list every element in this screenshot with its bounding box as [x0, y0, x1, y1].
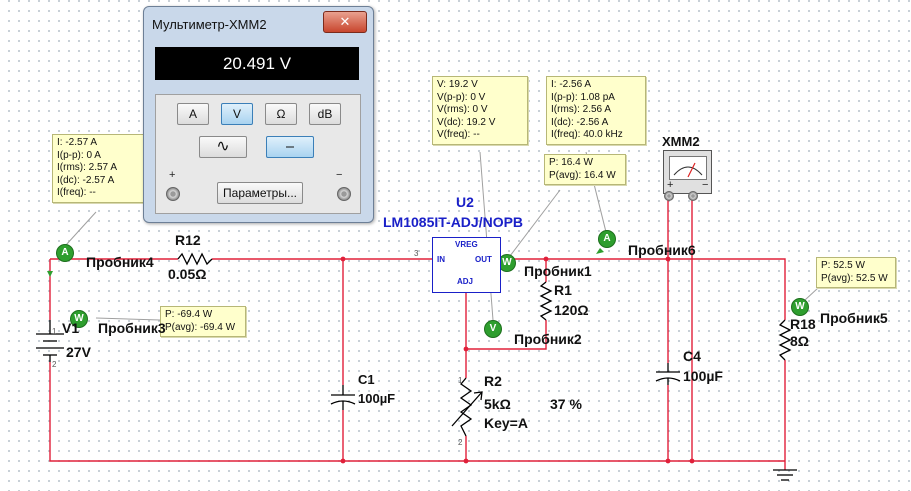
probe5-label: Пробник5 [820, 310, 888, 326]
r1-ref: R1 [554, 282, 572, 298]
r12-ref: R12 [175, 232, 201, 248]
wattmeter-probe-icon[interactable]: W [791, 298, 809, 316]
c4-ref: C4 [683, 348, 701, 364]
settings-button[interactable]: Параметры... [217, 182, 303, 204]
probe2-readout: V: 19.2 V V(p-p): 0 V V(rms): 0 V V(dc):… [432, 76, 528, 145]
wattmeter-probe-icon[interactable]: W [70, 310, 88, 328]
c1-value: 100µF [358, 391, 396, 406]
u2-out-pin: OUT [475, 255, 492, 264]
r2-percent: 37 % [550, 396, 582, 412]
probe2-line: V(p-p): 0 V [437, 91, 486, 103]
probe4-label: Пробник4 [86, 254, 154, 270]
u2-box-title: VREG [455, 240, 478, 249]
probe3-label: Пробник3 [98, 320, 166, 336]
r2-pin1: 1 [458, 376, 463, 385]
probe4-line: I: -2.57 A [57, 137, 98, 148]
voltmeter-mode-button[interactable]: V [221, 103, 253, 125]
multimeter-control-panel: A V Ω dB ∿ ⎯ + − Параметры... [155, 94, 361, 214]
probe6-line: I(freq): 40.0 kHz [551, 129, 623, 140]
v1-pin2: 2 [52, 360, 57, 369]
plus-terminal-jack[interactable] [166, 187, 180, 201]
u2-in-pin: IN [437, 255, 445, 264]
plus-terminal-label: + [169, 169, 176, 181]
u2-pin-number: 3 [414, 249, 419, 258]
ohmmeter-mode-button[interactable]: Ω [265, 103, 297, 125]
probe4-line: I(p-p): 0 A [57, 149, 101, 161]
probe6-line: I(dc): -2.56 A [551, 116, 609, 128]
multimeter-xmm2-icon[interactable]: + − [663, 150, 712, 201]
probe1-line: P(avg): 16.4 W [549, 169, 616, 181]
ammeter-mode-button[interactable]: A [177, 103, 209, 125]
multimeter-title: Мультиметр-XMM2 [152, 17, 267, 32]
probe6-label: Пробник6 [628, 242, 696, 258]
probe5-line: P: 52.5 W [821, 260, 865, 271]
v1-value: 27V [66, 344, 91, 360]
probe5-readout: P: 52.5 W P(avg): 52.5 W [816, 257, 896, 288]
v1-ref: V1 [62, 320, 80, 336]
probe6-line: I(p-p): 1.08 pA [551, 91, 615, 103]
r1-value: 120Ω [554, 302, 589, 318]
minus-terminal-jack[interactable] [337, 187, 351, 201]
probe1-label: Пробник1 [524, 263, 592, 279]
probe3-line: P(avg): -69.4 W [165, 321, 236, 333]
r2-pin2: 2 [458, 438, 463, 447]
ammeter-probe-icon[interactable]: A [56, 244, 74, 262]
probe2-line: V(freq): -- [437, 129, 480, 140]
xmm2-label: XMM2 [662, 134, 700, 149]
voltmeter-probe-icon[interactable]: V [484, 320, 502, 338]
probe3-line: P: -69.4 W [165, 309, 213, 320]
r18-value: 8Ω [790, 333, 810, 349]
dc-mode-button[interactable]: ⎯ [266, 136, 314, 158]
probe4-line: I(dc): -2.57 A [57, 174, 115, 186]
probe6-line: I: -2.56 A [551, 79, 592, 90]
multimeter-display: 20.491 V [155, 47, 359, 80]
meter-dial-icon [669, 156, 707, 180]
probe1-line: P: 16.4 W [549, 157, 593, 168]
probe4-line: I(rms): 2.57 A [57, 162, 118, 173]
ammeter-probe-icon[interactable]: A [598, 230, 616, 248]
wattmeter-probe-icon[interactable]: W [498, 254, 516, 272]
u2-part-number: LM1085IT-ADJ/NOPB [383, 214, 524, 230]
v1-pin1: 1 [52, 327, 57, 336]
probe4-line: I(freq): -- [57, 187, 96, 198]
ac-mode-button[interactable]: ∿ [199, 136, 247, 158]
c1-ref: C1 [358, 372, 375, 387]
probe2-line: V: 19.2 V [437, 79, 478, 90]
probe2-line: V(rms): 0 V [437, 104, 488, 115]
xmm2-plus-terminal[interactable] [664, 191, 674, 201]
probe6-readout: I: -2.56 A I(p-p): 1.08 pA I(rms): 2.56 … [546, 76, 646, 145]
r2-value: 5kΩ [484, 396, 511, 412]
probe5-line: P(avg): 52.5 W [821, 272, 888, 284]
probe2-line: V(dc): 19.2 V [437, 116, 496, 128]
r18-ref: R18 [790, 316, 816, 332]
voltage-regulator-u2[interactable]: VREG IN OUT ADJ [432, 237, 501, 293]
probe4-readout: I: -2.57 A I(p-p): 0 A I(rms): 2.57 A I(… [52, 134, 144, 203]
decibel-mode-button[interactable]: dB [309, 103, 341, 125]
probe6-line: I(rms): 2.56 A [551, 104, 612, 115]
xmm2-minus: − [702, 179, 709, 191]
u2-ref: U2 [456, 194, 474, 210]
r12-value: 0.05Ω [168, 266, 207, 282]
xmm2-plus: + [667, 179, 674, 191]
probe2-label: Пробник2 [514, 331, 582, 347]
xmm2-minus-terminal[interactable] [688, 191, 698, 201]
r2-ref: R2 [484, 373, 502, 389]
c4-value: 100µF [683, 368, 723, 384]
u2-adj-pin: ADJ [457, 277, 474, 286]
multimeter-window[interactable]: Мультиметр-XMM2 ✕ 20.491 V A V Ω dB ∿ ⎯ … [143, 6, 374, 223]
probe1-readout: P: 16.4 W P(avg): 16.4 W [544, 154, 626, 185]
probe3-readout: P: -69.4 W P(avg): -69.4 W [160, 306, 246, 337]
r2-key: Key=A [484, 415, 528, 431]
minus-terminal-label: − [336, 169, 343, 181]
close-button[interactable]: ✕ [323, 11, 367, 33]
